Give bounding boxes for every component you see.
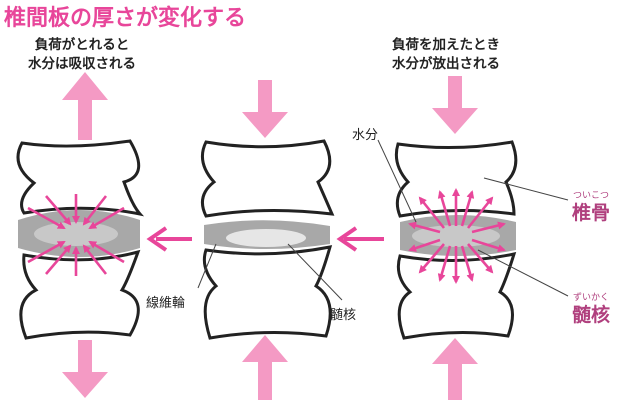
right-caption: 負荷を加えたとき 水分が放出される: [392, 36, 500, 74]
left-inflow-arrows: [27, 194, 125, 276]
center-nucleus: [226, 229, 306, 247]
vertebra-ruby: ついこつ: [573, 191, 610, 201]
annulus-label: 線維輪: [146, 296, 186, 311]
left-caption-line1: 負荷がとれると: [34, 37, 130, 53]
right-spine-unit: [377, 76, 569, 400]
right-horizontal-arrow: [336, 226, 384, 252]
nucleus-label: 髄核: [572, 304, 611, 326]
right-top-arrow: [432, 76, 478, 134]
right-outflow-arrows: [408, 188, 506, 284]
left-horizontal-arrow: [146, 226, 192, 252]
vertebra-leader: [483, 177, 569, 201]
left-nucleus: [34, 222, 118, 246]
right-lower-vertebra: [396, 251, 517, 340]
left-caption-line2: 水分は吸収される: [28, 56, 136, 72]
center-bottom-arrow: [242, 335, 288, 400]
center-nucleus-label: 髄核: [330, 308, 357, 323]
right-caption-line2: 水分が放出される: [392, 56, 500, 72]
right-bottom-arrow: [432, 338, 478, 400]
left-upper-vertebra: [16, 139, 145, 217]
nucleus-leader: [477, 249, 569, 297]
annulus-leader: [197, 243, 217, 289]
water-leader: [377, 139, 417, 223]
nucleus-ruby: ずいかく: [573, 293, 610, 303]
vertebra-label: 椎骨: [572, 202, 611, 224]
page-title: 椎間板の厚さが変化する: [4, 6, 247, 31]
center-lower-vertebra: [202, 245, 333, 340]
right-caption-line1: 負荷を加えたとき: [392, 37, 500, 53]
left-upper-arrow: [62, 72, 108, 140]
left-lower-vertebra: [19, 249, 141, 340]
water-label: 水分: [352, 128, 379, 143]
center-top-arrow: [242, 80, 288, 138]
center-upper-vertebra: [200, 139, 335, 218]
left-lower-arrow: [62, 340, 108, 398]
center-nucleus-leader: [287, 243, 343, 301]
left-caption: 負荷がとれると 水分は吸収される: [28, 36, 136, 74]
left-spine-unit: [16, 72, 145, 398]
center-spine-unit: [197, 80, 343, 400]
